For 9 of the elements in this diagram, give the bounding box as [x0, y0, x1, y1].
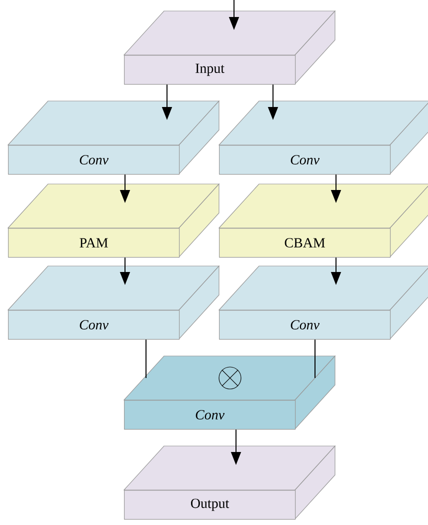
- node-label: Conv: [80, 155, 109, 164]
- node-label: Conv: [196, 410, 225, 420]
- node-label: PAM: [80, 238, 108, 248]
- node-label: Conv: [290, 155, 320, 164]
- node-label: Conv: [290, 320, 320, 330]
- node-label: Output: [191, 498, 230, 511]
- node-label: Conv: [80, 320, 109, 330]
- node-label: CBAM: [284, 238, 325, 248]
- node-label: Input: [196, 64, 224, 76]
